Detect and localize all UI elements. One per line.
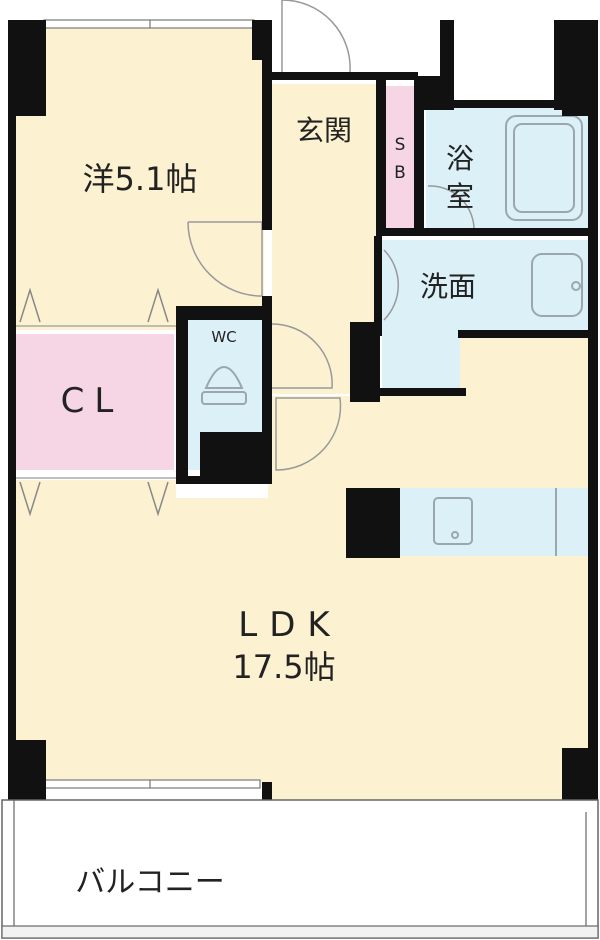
toilet-label: WC: [211, 328, 236, 346]
kitchen-counter: [400, 488, 588, 556]
bathtub-inner: [513, 123, 575, 213]
toilet-bowl: [204, 366, 244, 389]
closet-label: CL: [61, 381, 124, 421]
balcony-rail: [1, 925, 599, 939]
fixtures: [201, 115, 583, 556]
closet-floor: [14, 334, 174, 470]
wash-basin: [531, 253, 583, 317]
floor-fills: [14, 26, 588, 846]
toilet-tank: [201, 391, 247, 405]
window-western: [43, 19, 255, 29]
washroom-door-swing: [383, 249, 400, 321]
closet-door-marks: [14, 287, 176, 517]
walls: [8, 20, 598, 850]
basin-drain: [571, 281, 581, 291]
window-ldk-left: [43, 779, 261, 789]
ldk-size-label: 17.5帖: [232, 648, 335, 686]
ldk-floor: [14, 336, 588, 846]
washroom-label: 洗面: [420, 270, 476, 303]
balcony-label: バルコニー: [75, 865, 224, 900]
western-door-swing: [187, 221, 263, 297]
balcony: [1, 799, 599, 939]
front-door-swing: [281, 0, 351, 74]
entrance-floor: [272, 84, 382, 174]
kitchen-sink: [433, 497, 473, 545]
sink-drain: [451, 531, 459, 539]
door-swings: [187, 0, 475, 471]
labels: 洋5.1帖 玄関 S B 浴 室 洗面 WC CL LDK 17.5帖 バルコニ…: [61, 114, 476, 900]
entrance-label: 玄関: [296, 114, 352, 147]
washroom-floor-lower: [382, 330, 462, 390]
western-room-label: 洋5.1帖: [83, 160, 198, 198]
bath-door-swing: [427, 185, 475, 233]
ldk-label: LDK: [238, 605, 341, 645]
bath-label-line2: 室: [446, 180, 474, 213]
bath-label-line1: 浴: [446, 142, 474, 175]
shoe-box-label-line1: S: [395, 135, 406, 155]
western-room-floor: [14, 26, 264, 330]
ldk-door-swing: [275, 397, 342, 471]
shoe-box-floor: [386, 86, 414, 228]
toilet-door-swing: [271, 323, 333, 389]
balcony-floor: [1, 799, 599, 939]
shoe-box-label-line2: B: [394, 163, 406, 183]
bathtub: [505, 115, 583, 221]
